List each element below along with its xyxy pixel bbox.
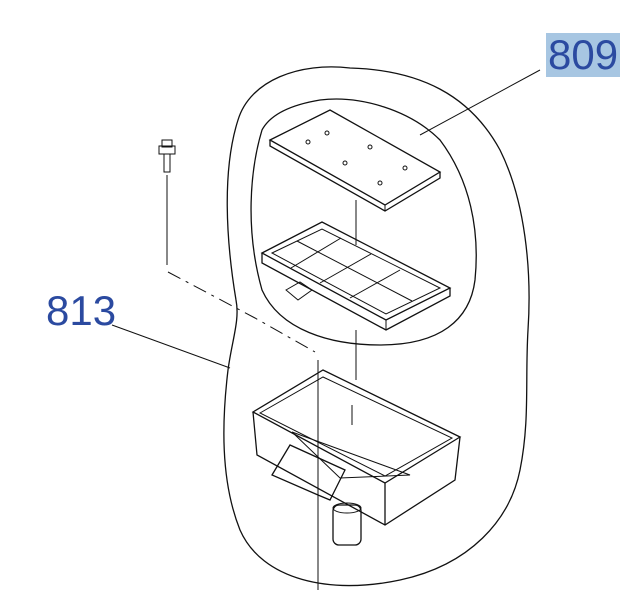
leader-813	[111, 324, 231, 369]
drain-bin-part	[251, 369, 462, 546]
leader-809	[419, 69, 541, 136]
cover-plate-part	[268, 109, 442, 212]
vertical-axis	[317, 200, 357, 590]
subassembly-group-outline	[250, 98, 477, 346]
assembly-group-outline	[223, 66, 530, 587]
callout-809[interactable]: 809	[546, 31, 621, 78]
callout-813[interactable]: 813	[46, 287, 117, 334]
assembly-axis-dashed	[167, 271, 316, 353]
filter-tray-part	[260, 221, 452, 331]
screw-part	[158, 139, 176, 173]
